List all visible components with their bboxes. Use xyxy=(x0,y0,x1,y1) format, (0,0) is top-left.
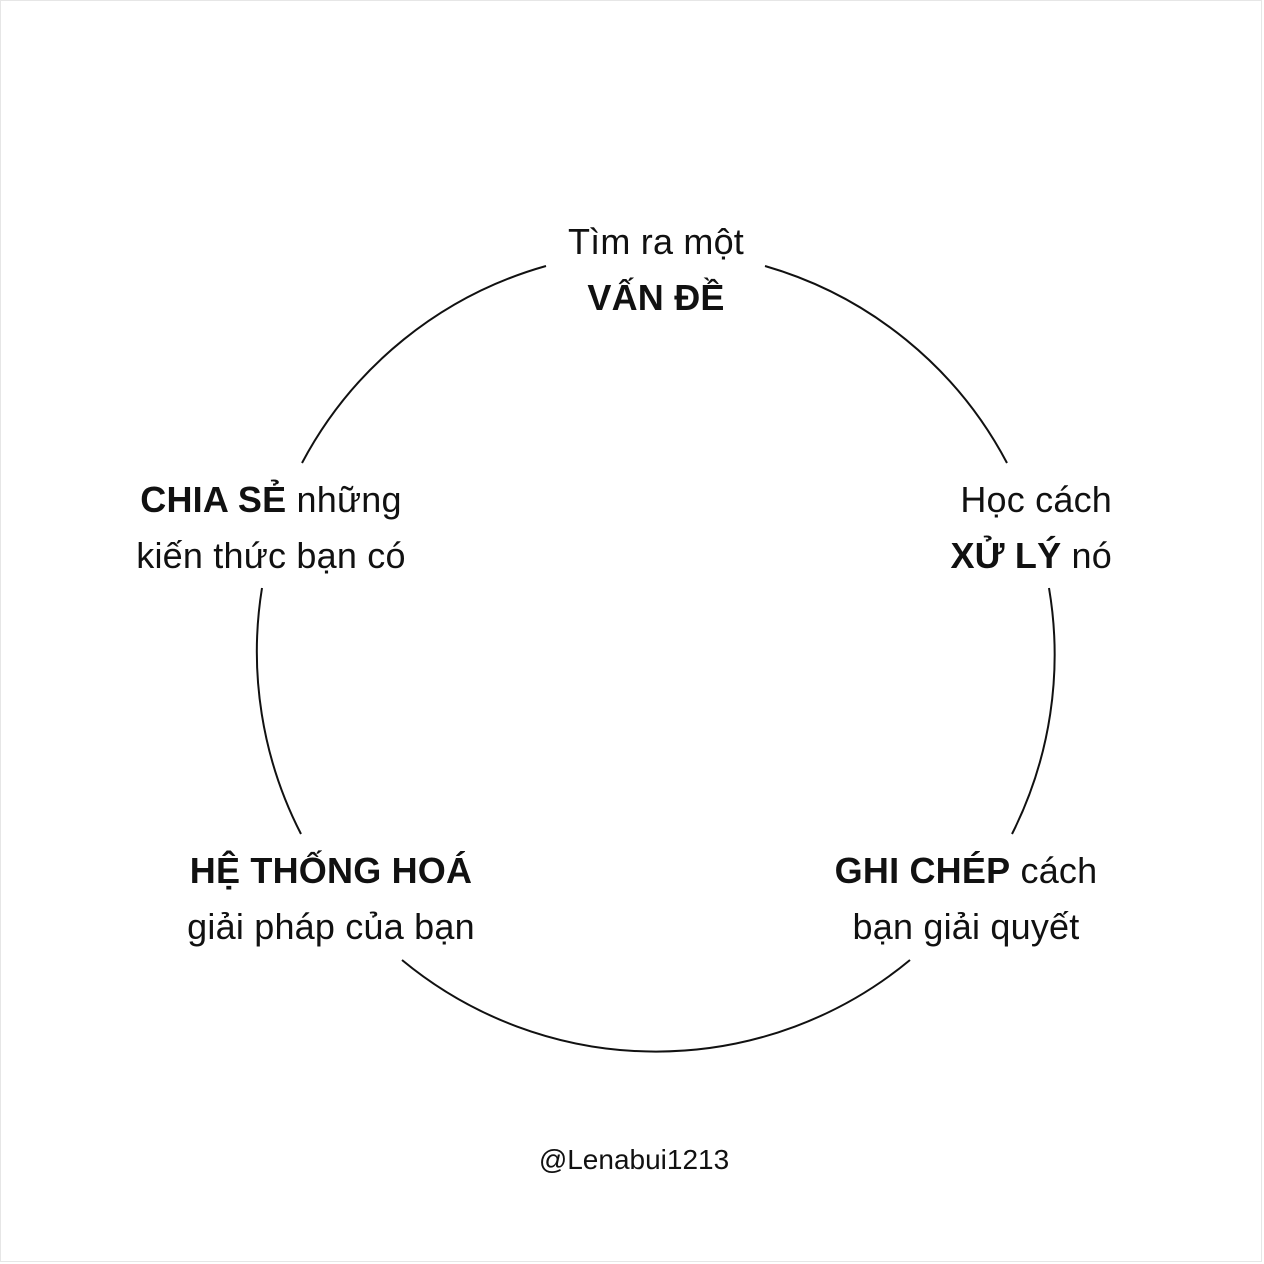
node-solve: Học cách XỬ LÝ nó xyxy=(950,472,1112,584)
arc-share-to-problem xyxy=(301,265,547,464)
node-systemize: HỆ THỐNG HOÁ giải pháp của bạn xyxy=(187,843,475,955)
node-record-line1-rest: cách xyxy=(1020,850,1098,891)
arc-problem-to-solve xyxy=(764,265,1008,464)
arc-systemize-to-share xyxy=(255,587,302,835)
node-record: GHI CHÉP cách bạn giải quyết xyxy=(835,843,1098,955)
node-problem: Tìm ra một VẤN ĐỀ xyxy=(568,214,744,326)
node-record-line2: bạn giải quyết xyxy=(852,906,1080,947)
node-share-keyword: CHIA SẺ xyxy=(140,479,287,520)
node-share-line1-rest: những xyxy=(296,479,402,520)
node-systemize-keyword: HỆ THỐNG HOÁ xyxy=(189,850,473,891)
arc-record-to-systemize xyxy=(401,959,911,1053)
node-share-line2: kiến thức bạn có xyxy=(136,535,406,576)
node-solve-line2-rest: nó xyxy=(1071,535,1112,576)
node-problem-line1: Tìm ra một xyxy=(567,221,745,262)
node-share: CHIA SẺ những kiến thức bạn có xyxy=(136,472,405,584)
node-problem-keyword: VẤN ĐỀ xyxy=(587,277,725,318)
node-solve-line1: Học cách xyxy=(960,479,1112,520)
node-systemize-line2: giải pháp của bạn xyxy=(187,906,475,947)
node-record-keyword: GHI CHÉP xyxy=(834,850,1011,891)
node-solve-keyword: XỬ LÝ xyxy=(950,535,1062,576)
author-credit: @Lenabui1213 xyxy=(538,1144,730,1175)
arc-solve-to-record xyxy=(1011,587,1056,835)
